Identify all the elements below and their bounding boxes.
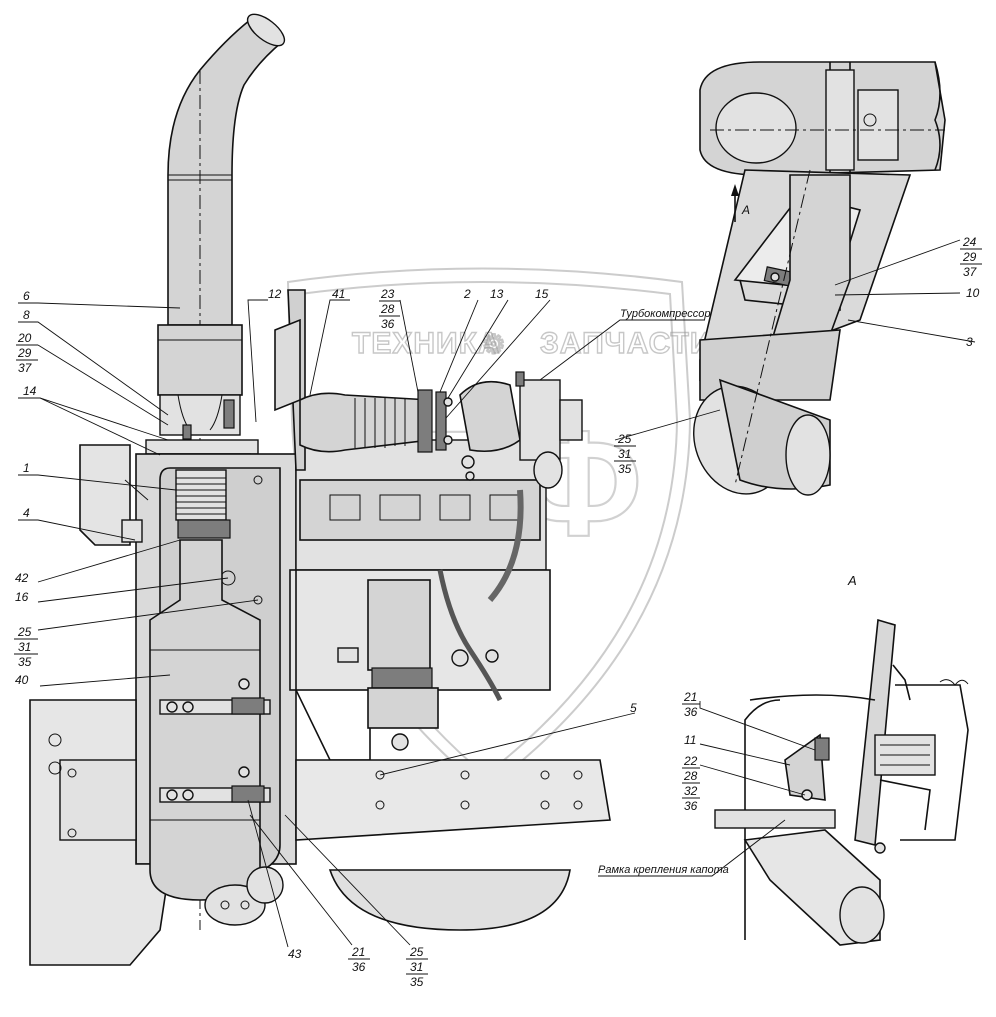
callout-labels: 6 8 20 29 37 14 1 4 42 16 25 31 35 40 12… — [14, 235, 982, 989]
view-a-label: А — [847, 573, 857, 588]
detail-view-a: А — [714, 573, 969, 946]
gear-icon: ⚙ — [482, 329, 506, 359]
callout-15: 15 — [535, 287, 549, 301]
callout-22: 22 — [683, 754, 698, 768]
callout-6: 6 — [23, 289, 30, 303]
callout-29: 29 — [17, 346, 32, 360]
callout-36b: 36 — [684, 705, 698, 719]
callout-16: 16 — [15, 590, 29, 604]
callout-11: 11 — [684, 733, 696, 747]
callout-36: 36 — [381, 317, 395, 331]
watermark-right-word: ЗАПЧАСТИ — [540, 327, 712, 360]
callout-13: 13 — [490, 287, 504, 301]
callout-3: 3 — [966, 335, 973, 349]
callout-10: 10 — [966, 286, 980, 300]
callout-24: 24 — [962, 235, 977, 249]
engine-block — [274, 289, 571, 931]
callout-4: 4 — [23, 506, 30, 520]
callout-25c: 25 — [409, 945, 424, 959]
callout-31: 31 — [18, 640, 31, 654]
callout-32: 32 — [684, 784, 698, 798]
callout-14: 14 — [23, 384, 37, 398]
callout-5: 5 — [630, 701, 637, 715]
callout-31b: 31 — [618, 447, 631, 461]
callout-31c: 31 — [410, 960, 423, 974]
callout-25: 25 — [17, 625, 32, 639]
callout-29b: 29 — [962, 250, 977, 264]
detail-upper-right: А — [693, 61, 946, 496]
callout-42: 42 — [15, 571, 29, 585]
bellows-corrugated — [175, 469, 231, 539]
callout-40: 40 — [15, 673, 29, 687]
callout-37: 37 — [18, 361, 33, 375]
turbocharger — [459, 371, 583, 489]
callout-2: 2 — [463, 287, 471, 301]
section-arrow-label: А — [741, 203, 750, 217]
callout-37b: 37 — [963, 265, 978, 279]
callout-8: 8 — [23, 308, 30, 322]
callout-21: 21 — [683, 690, 697, 704]
callout-1: 1 — [23, 461, 30, 475]
callout-43: 43 — [288, 947, 302, 961]
callout-36c: 36 — [684, 799, 698, 813]
frame-beam — [295, 759, 611, 841]
callout-35: 35 — [18, 655, 32, 669]
callout-turbocharger: Турбокомпрессор — [620, 308, 711, 320]
callout-41: 41 — [332, 287, 345, 301]
callout-35b: 35 — [618, 462, 632, 476]
callout-36d: 36 — [352, 960, 366, 974]
callout-23: 23 — [380, 287, 395, 301]
pipe-collar — [145, 324, 259, 469]
watermark-left-word: ТЕХНИКА — [352, 327, 501, 360]
exhaust-inlet-tube — [299, 389, 453, 453]
callout-21b: 21 — [351, 945, 365, 959]
callout-hood-frame: Рамка крепления капота — [598, 864, 729, 876]
callout-28: 28 — [380, 302, 395, 316]
callout-12: 12 — [268, 287, 282, 301]
callout-25b: 25 — [617, 432, 632, 446]
leader-lines — [18, 239, 976, 948]
callout-20: 20 — [17, 331, 32, 345]
callout-35c: 35 — [410, 975, 424, 989]
callout-28b: 28 — [683, 769, 698, 783]
